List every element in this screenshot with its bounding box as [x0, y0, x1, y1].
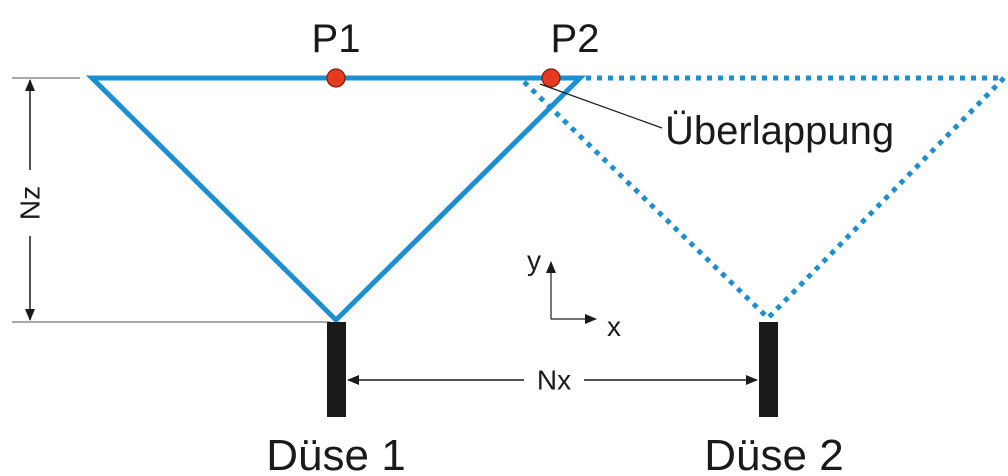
nz-label-bg [16, 170, 44, 236]
overlap-label: Überlappung [665, 109, 894, 153]
p1-label: P1 [312, 17, 361, 61]
nozzle-2 [759, 322, 778, 417]
nx-label-bg [524, 364, 584, 396]
spray-cone-nozzle-2 [518, 75, 1008, 322]
axis-y-label: y [527, 245, 541, 276]
nozzle-1 [327, 322, 346, 417]
p2-label: P2 [551, 17, 600, 61]
overlap-leader-line [539, 83, 663, 129]
nozzle-2-label: Düse 2 [704, 431, 843, 476]
nx-label: Nx [537, 365, 571, 396]
axis-x-label: x [607, 311, 621, 342]
spray-cone-nozzle-1 [85, 75, 587, 324]
point-p2 [541, 68, 561, 88]
nz-label: Nz [15, 186, 46, 220]
nozzle-1-label: Düse 1 [266, 431, 405, 476]
point-p1 [326, 68, 346, 88]
